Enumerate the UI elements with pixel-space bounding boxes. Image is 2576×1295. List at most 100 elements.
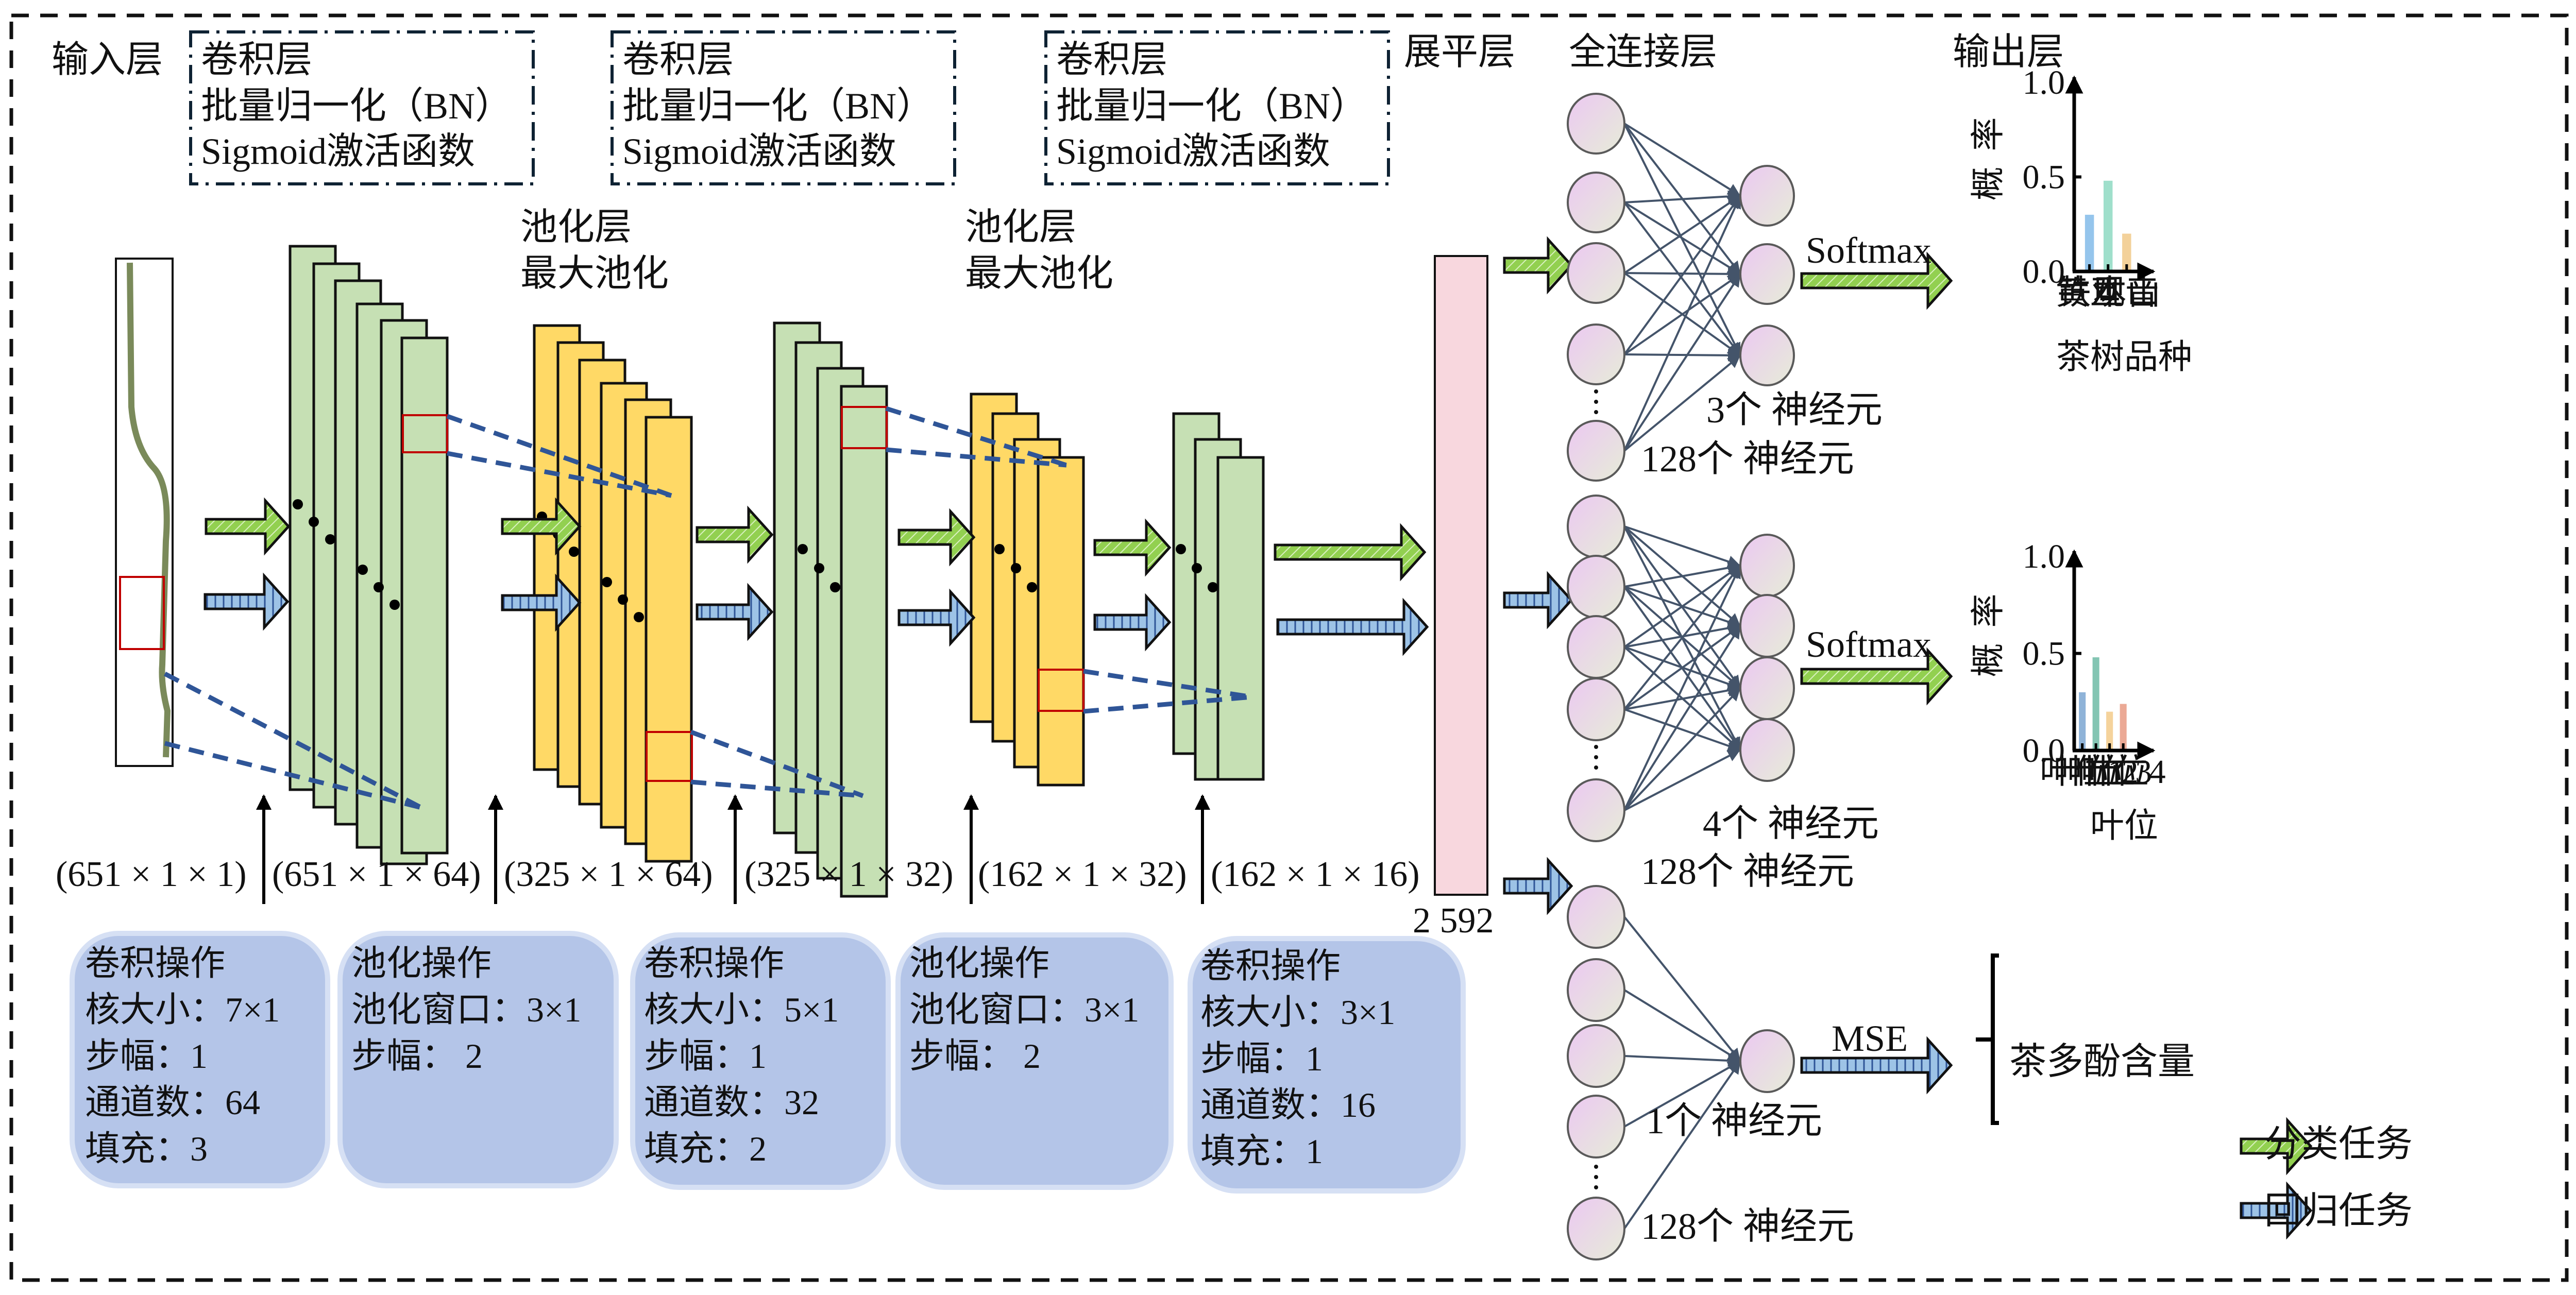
target-brace — [1976, 953, 1999, 1125]
regression-arrow — [1276, 598, 1429, 656]
connection — [1623, 273, 1741, 452]
dim-label: (651 × 1 × 64) — [272, 855, 481, 894]
op-box: 卷积操作 核大小：5×1 步幅：1 通道数：32 填充：2 — [630, 932, 891, 1190]
svg-text:核大小：5×1: 核大小：5×1 — [644, 990, 839, 1029]
ellipsis-dot — [1594, 1175, 1598, 1179]
pool2-feature-maps — [970, 393, 1085, 787]
neuron — [1567, 1024, 1625, 1088]
op-box: 卷积操作 核大小：7×1 步幅：1 通道数：64 填充：3 — [70, 931, 330, 1188]
regression-arrow — [1503, 857, 1573, 915]
pool-layer-label-2: 池化层 — [965, 207, 1076, 248]
fully-connected-heads — [1567, 93, 1795, 1260]
dim-label: (651 × 1 × 1) — [56, 855, 247, 894]
connection — [1623, 201, 1741, 275]
neuron — [1567, 615, 1625, 679]
flatten-size-label: 2 592 — [1413, 901, 1494, 941]
svg-text:通道数：16: 通道数：16 — [1200, 1085, 1376, 1124]
dim-label: (162 × 1 × 16) — [1211, 855, 1420, 894]
conv-layer-label: 卷积层 — [622, 39, 734, 80]
connection — [1624, 190, 1741, 203]
dimension-labels: (651 × 1 × 1) (651 × 1 × 64) (325 × 1 × … — [56, 794, 1420, 904]
conv2-feature-maps — [773, 321, 888, 898]
connection — [1624, 1054, 1741, 1067]
maxpool-label-2: 最大池化 — [965, 253, 1113, 294]
conv-block-2: 卷积层 批量归一化（BN） Sigmoid激活函数 — [611, 30, 956, 185]
svg-text:核大小：3×1: 核大小：3×1 — [1200, 993, 1395, 1032]
neuron — [1567, 1095, 1625, 1158]
legend-regression-label: 回归任务 — [2264, 1190, 2413, 1232]
connection — [1623, 687, 1741, 811]
classification-arrow — [897, 508, 976, 567]
connection — [1623, 625, 1741, 710]
ellipsis-dot — [1594, 400, 1598, 404]
conv1-feature-maps — [289, 245, 449, 865]
conv3-feature-maps — [1172, 412, 1265, 781]
bar — [2120, 704, 2127, 751]
pool1-feature-maps — [533, 324, 693, 863]
maxpool-label-1: 最大池化 — [520, 253, 669, 294]
svg-text:通道数：64: 通道数：64 — [85, 1083, 260, 1122]
bn-label: 批量归一化（BN） — [622, 86, 934, 127]
flow-arrows — [204, 236, 1953, 1095]
ellipsis-dot — [1594, 410, 1598, 414]
neuron — [1739, 718, 1795, 782]
legend-classification-label: 分类任务 — [2264, 1123, 2413, 1165]
ellipsis-dot — [1594, 755, 1598, 759]
y-tick-label: 1.0 — [2023, 64, 2065, 101]
ellipsis-dot — [1594, 765, 1598, 770]
head3-hidden-label: 128个 神经元 — [1641, 1206, 1854, 1247]
neuron — [1567, 555, 1625, 619]
y-tick-label: 0.5 — [2023, 635, 2065, 673]
svg-text:步幅： 2: 步幅： 2 — [909, 1036, 1041, 1076]
bar — [2084, 214, 2094, 271]
neuron — [1739, 656, 1795, 720]
neuron — [1739, 594, 1795, 658]
op-box: 池化操作 池化窗口：3×1 步幅： 2 — [337, 931, 619, 1188]
neuron — [1567, 1197, 1625, 1260]
regression-arrow — [1503, 571, 1573, 629]
head3-out-label: 1个 神经元 — [1646, 1100, 1822, 1141]
neuron — [1567, 420, 1625, 482]
neuron — [1567, 323, 1625, 385]
neuron — [1739, 243, 1795, 305]
x-tick-label: 本山 — [2093, 274, 2161, 312]
bar — [2122, 233, 2131, 271]
neuron — [1567, 495, 1625, 558]
ellipsis-dot — [1594, 1185, 1598, 1189]
svg-text:核大小：7×1: 核大小：7×1 — [85, 990, 280, 1029]
connection — [1624, 525, 1741, 568]
connection — [1623, 565, 1741, 710]
output-charts: 黄旦铁观音本山0.00.51.0概率茶树品种叶位1叶位2叶位3叶位40.00.5… — [1970, 64, 2192, 845]
connection — [1623, 195, 1741, 451]
neuron — [1567, 958, 1625, 1022]
y-tick-label: 0.5 — [2023, 159, 2065, 196]
connection — [1623, 201, 1741, 356]
bar — [2106, 711, 2113, 751]
connection — [1624, 561, 1741, 588]
bar — [2079, 692, 2086, 751]
neuron — [1567, 93, 1625, 155]
connection — [1623, 195, 1741, 355]
connection — [1624, 684, 1741, 710]
connection — [1624, 349, 1741, 362]
ellipsis-dot — [1594, 389, 1598, 394]
input-layer-label: 输入层 — [52, 39, 163, 80]
conv-block-1: 卷积层 批量归一化（BN） Sigmoid激活函数 — [189, 30, 535, 185]
head1-hidden-label: 128个 神经元 — [1641, 438, 1854, 480]
svg-text:填充：2: 填充：2 — [644, 1129, 767, 1168]
regression-arrow — [204, 572, 290, 631]
conv-layer-label: 卷积层 — [1056, 39, 1167, 80]
bar — [2092, 657, 2099, 751]
y-axis-label: 概率 — [1970, 578, 2007, 677]
svg-text:步幅：1: 步幅：1 — [1200, 1039, 1323, 1078]
svg-text:通道数：32: 通道数：32 — [644, 1083, 819, 1122]
y-tick-label: 1.0 — [2023, 538, 2065, 575]
output-layer-label: 输出层 — [1953, 31, 2064, 73]
mse-arrow — [1800, 1036, 1953, 1095]
legend-regression-arrow — [2240, 1181, 2313, 1240]
dim-label: (162 × 1 × 32) — [978, 855, 1187, 894]
y-tick-label: 0.0 — [2023, 253, 2065, 291]
neuron — [1567, 885, 1625, 949]
